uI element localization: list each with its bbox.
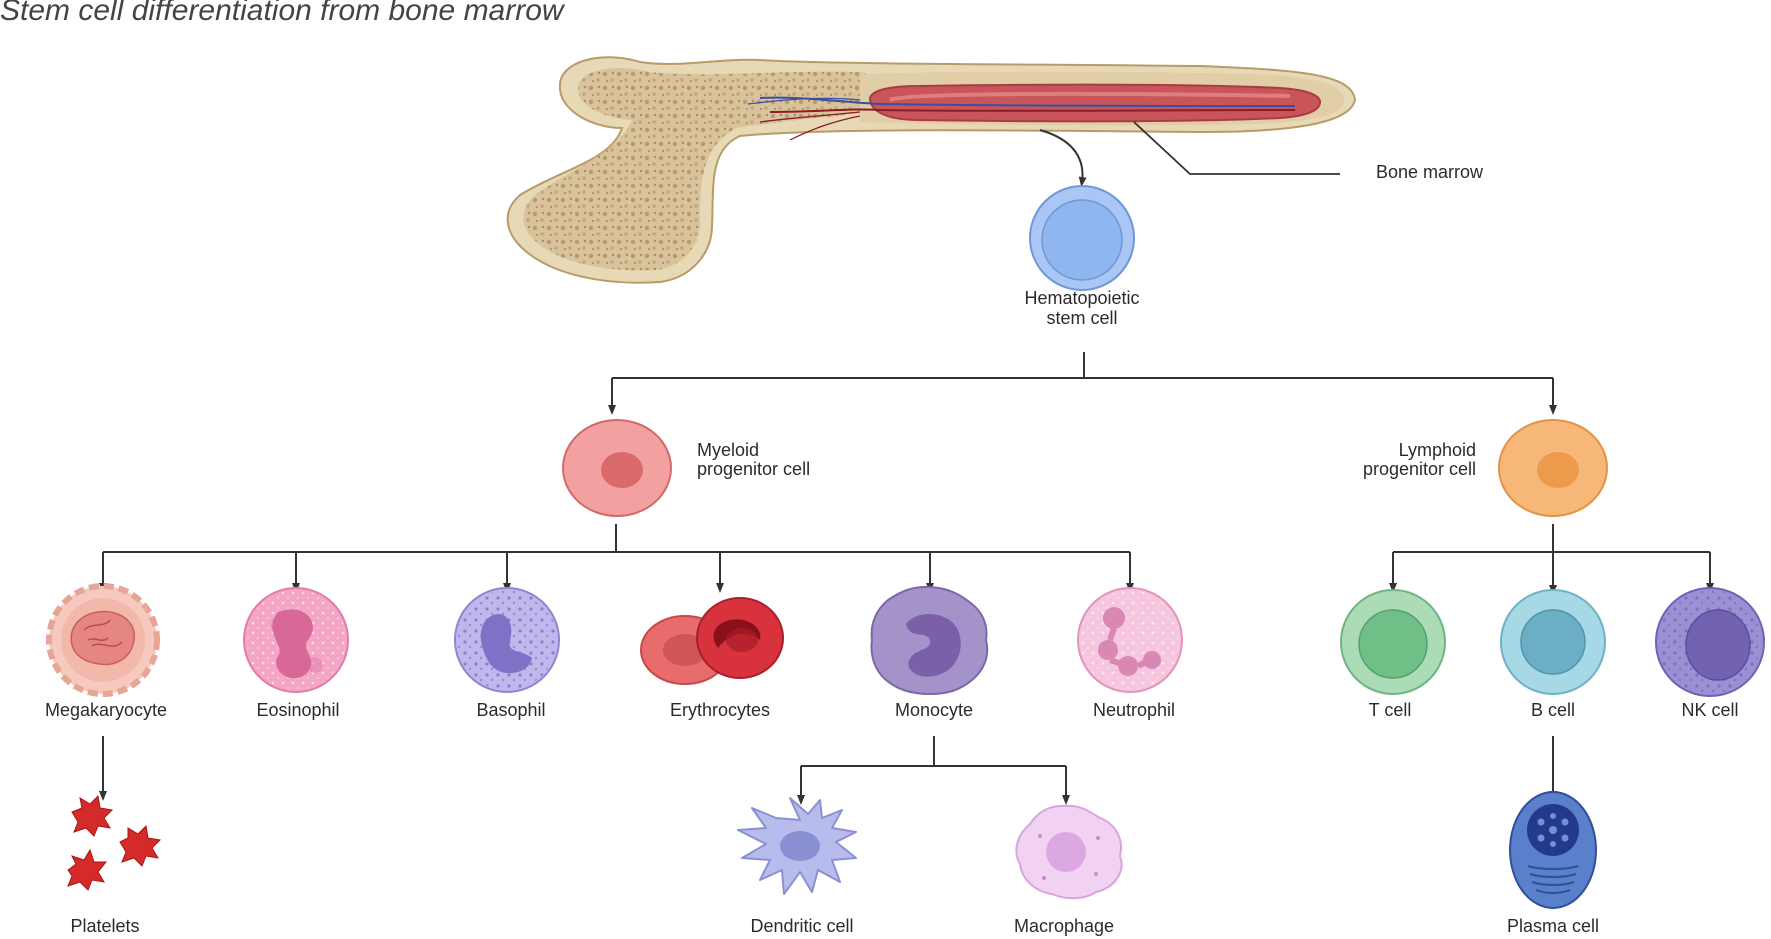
- hsc-label-line2: stem cell: [1046, 308, 1118, 328]
- t-cell-label: T cell: [1368, 700, 1412, 720]
- basophil-icon: [454, 587, 560, 693]
- dendritic-cell-label: Dendritic cell: [750, 916, 854, 936]
- nk-cell-icon: [1655, 587, 1765, 697]
- neutrophil-icon: [1077, 587, 1183, 693]
- lymphoid-label-line2: progenitor cell: [1362, 459, 1476, 479]
- erythrocytes-label: Erythrocytes: [669, 700, 771, 720]
- myeloid-progenitor-cell-icon: [562, 419, 672, 517]
- macrophage-icon: [1015, 804, 1123, 900]
- eosinophil-label: Eosinophil: [256, 700, 340, 720]
- hsc-label-line1: Hematopoietic: [1024, 288, 1140, 308]
- hsc-branch-connector: [608, 352, 1557, 415]
- b-cell-icon: [1500, 589, 1606, 695]
- nk-cell-label: NK cell: [1681, 700, 1739, 720]
- bone-marrow-label: Bone marrow: [1376, 162, 1484, 182]
- bone-marrow-cavity: [868, 83, 1322, 123]
- b-cell-label: B cell: [1530, 700, 1576, 720]
- myeloid-label-line2: progenitor cell: [697, 459, 811, 479]
- myeloid-branch-connector: [99, 524, 1134, 593]
- lymphoid-progenitor-cell-icon: [1498, 419, 1608, 517]
- marrow-highlight: [888, 91, 1291, 102]
- eosinophil-icon: [243, 587, 349, 693]
- bone-marrow-leader-line: [1133, 121, 1340, 175]
- t-cell-icon: [1340, 589, 1446, 695]
- blood-vessel-red: [769, 108, 1296, 113]
- femur-bone: [506, 56, 1357, 284]
- platelets-label: Platelets: [70, 916, 140, 936]
- basophil-label: Basophil: [476, 700, 546, 720]
- lymphoid-label-line1: Lymphoid: [1398, 440, 1476, 460]
- platelets-icon: [67, 794, 162, 891]
- terminal-connectors: [99, 736, 1557, 805]
- erythrocytes-icon: [640, 597, 784, 685]
- plasma-cell-icon: [1509, 791, 1597, 909]
- diagram-title: Stem cell differentiation from bone marr…: [0, 0, 564, 27]
- monocyte-label: Monocyte: [894, 700, 974, 720]
- megakaryocyte-icon: [46, 583, 160, 697]
- hematopoietic-stem-cell-icon: [1029, 185, 1135, 291]
- macrophage-label: Macrophage: [1013, 916, 1115, 936]
- myeloid-label-line1: Myeloid: [697, 440, 760, 460]
- arrow-bone-to-hsc: [1039, 129, 1087, 187]
- lymphoid-branch-connector: [1389, 524, 1714, 595]
- monocyte-icon: [870, 585, 989, 696]
- dendritic-cell-icon: [737, 797, 857, 895]
- plasma-cell-label: Plasma cell: [1506, 916, 1600, 936]
- megakaryocyte-label: Megakaryocyte: [44, 700, 168, 720]
- neutrophil-label: Neutrophil: [1092, 700, 1176, 720]
